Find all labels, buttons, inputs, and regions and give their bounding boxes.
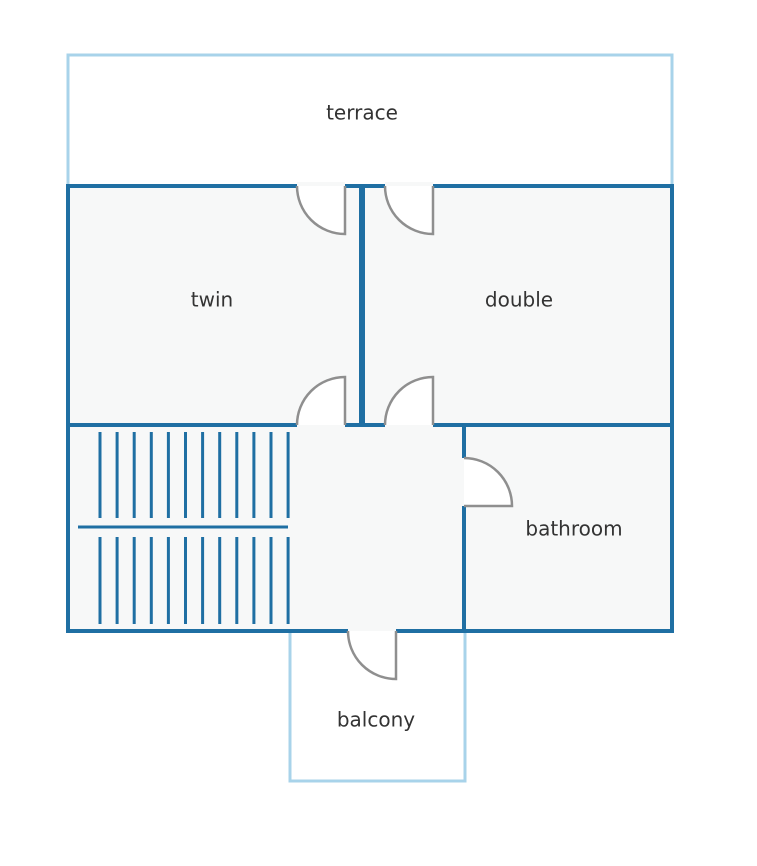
double-label: double [485,288,553,312]
door-double-terrace[interactable] [383,185,435,236]
stairs-upper-flight [98,432,290,518]
balcony-label: balcony [337,708,415,732]
door-double-hall[interactable] [383,375,435,426]
twin-label: twin [191,288,233,312]
door-bathroom[interactable] [463,456,514,508]
stairs-lower-flight [98,537,290,624]
door-twin-hall[interactable] [295,375,347,426]
door-balcony[interactable] [346,630,398,681]
bathroom-label: bathroom [525,517,622,541]
door-twin-terrace[interactable] [295,185,347,236]
terrace-area [66,53,674,188]
doors [295,185,514,681]
interior-floor [68,186,672,631]
staircase [78,432,290,624]
terrace-label: terrace [326,101,398,125]
